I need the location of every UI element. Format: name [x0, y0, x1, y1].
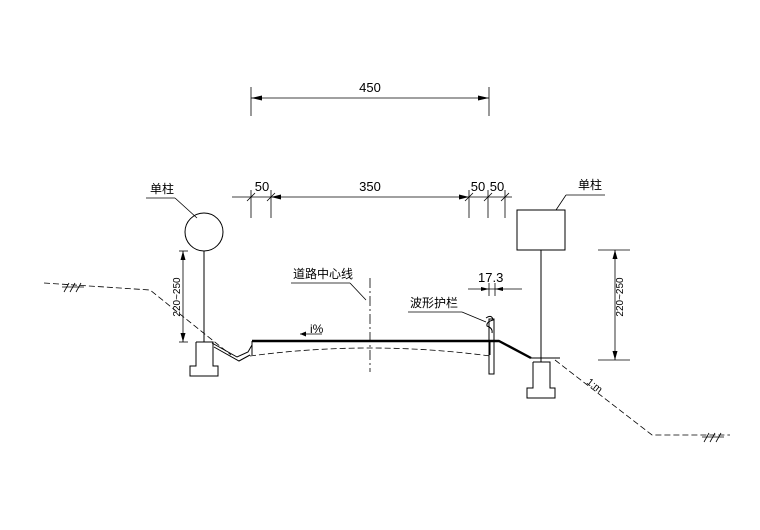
- left-shoulder-label: 50: [255, 179, 269, 194]
- right-sign-label: 单柱: [578, 177, 602, 192]
- left-ground-hatch: [62, 282, 84, 293]
- centerline-label: 道路中心线: [293, 266, 353, 281]
- round-sign-icon: [184, 212, 224, 252]
- left-height-label: 220~250: [172, 277, 183, 317]
- rect-sign-icon: [516, 209, 566, 251]
- right-shoulder-b-label: 50: [490, 179, 504, 194]
- left-sign-label: 单柱: [150, 181, 174, 196]
- segment-dimensions: 50 350 50 50: [232, 179, 512, 218]
- centerline: 道路中心线: [291, 266, 371, 372]
- carriageway-label: 350: [359, 179, 381, 194]
- guardrail: 波形护栏 17.3: [408, 270, 522, 375]
- overall-width-label: 450: [359, 80, 381, 95]
- slope-label: 1:m: [584, 377, 604, 396]
- right-sign: 单柱 220~250: [516, 177, 630, 399]
- right-shoulder-a-label: 50: [471, 179, 485, 194]
- road-section: i%: [211, 322, 560, 362]
- left-sign: 单柱 220~250: [146, 181, 224, 377]
- guardrail-offset-label: 17.3: [478, 270, 503, 285]
- crossfall-label: i%: [310, 322, 324, 336]
- guardrail-label: 波形护栏: [410, 295, 458, 310]
- ground-lines: 1:m: [43, 282, 730, 443]
- guardrail-post: [488, 318, 495, 375]
- right-height-label: 220~250: [615, 277, 626, 317]
- right-ground-hatch: [702, 432, 724, 443]
- overall-dimension: 450: [250, 80, 490, 116]
